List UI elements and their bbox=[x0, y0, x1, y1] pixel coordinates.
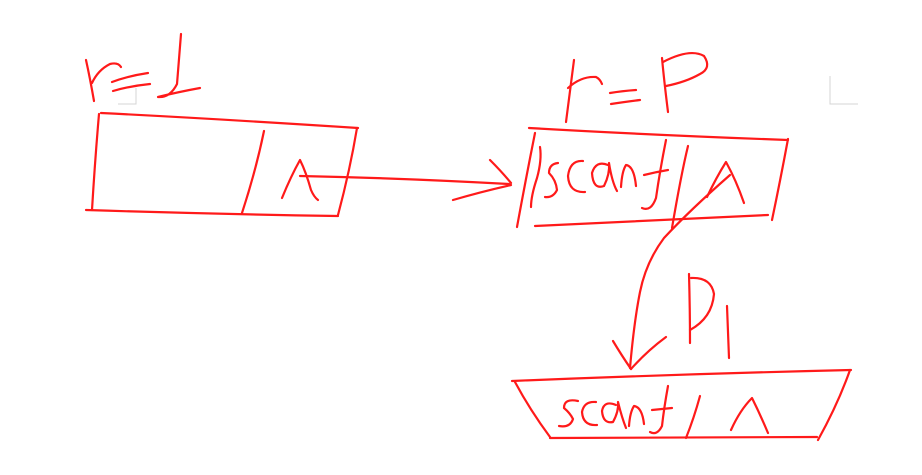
node-1-divider bbox=[240, 129, 266, 215]
node-2-right-edge bbox=[770, 137, 790, 222]
node-3-bottom-edge bbox=[548, 435, 819, 440]
node-1-left-edge bbox=[90, 112, 101, 212]
node-2-top-edge bbox=[527, 126, 790, 142]
node-3-data-scanf: scanf bbox=[557, 384, 674, 435]
right-corner-mark bbox=[829, 76, 858, 105]
node-1-bottom-edge bbox=[84, 208, 340, 218]
arrow-node1-to-node2 bbox=[298, 158, 513, 202]
node-2: scanf ^ bbox=[515, 126, 790, 230]
node-2-left-edge bbox=[515, 131, 537, 229]
node-2-divider bbox=[670, 144, 690, 230]
node-3-divider bbox=[684, 394, 702, 440]
ink-strokes: r=L ^ bbox=[84, 32, 853, 442]
label-r-eq-L: r=L bbox=[84, 32, 202, 103]
label-r-eq-p: r=p bbox=[564, 51, 709, 124]
node-3: scanf ^ bbox=[510, 368, 853, 442]
node-3-next-null: ^ bbox=[729, 396, 770, 435]
node-1-top-edge bbox=[99, 111, 360, 130]
node-2-next-null: ^ bbox=[705, 160, 746, 205]
node-2-bottom-edge bbox=[533, 213, 770, 228]
label-p1: p1 bbox=[687, 272, 731, 360]
node-1-right-edge bbox=[336, 126, 359, 217]
node-1: ^ bbox=[84, 111, 360, 218]
node-3-right-edge bbox=[816, 368, 852, 442]
node-1-next-null: ^ bbox=[280, 158, 320, 202]
left-corner-mark bbox=[118, 88, 137, 105]
page-corner-marks bbox=[118, 76, 858, 105]
node-3-top-edge bbox=[510, 368, 853, 383]
node-3-left-edge bbox=[513, 380, 552, 439]
node-2-data-scanf: scanf bbox=[529, 138, 670, 210]
arrow-node2-to-node3 bbox=[611, 173, 732, 371]
